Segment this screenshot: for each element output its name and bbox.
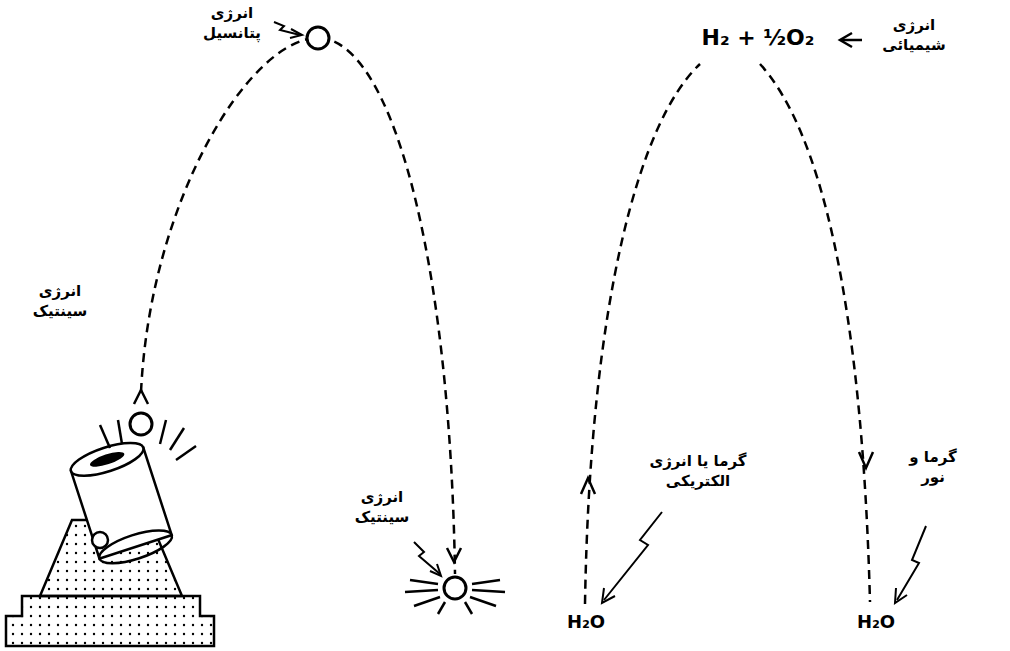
arrow-head xyxy=(602,588,615,603)
arrow-head xyxy=(134,390,148,404)
burst-ray xyxy=(470,597,496,606)
impact-burst xyxy=(405,580,505,614)
arrow-head xyxy=(581,478,595,494)
arrow-head xyxy=(447,548,461,562)
energy-label: انرژی شیمیائی xyxy=(866,16,962,55)
burst-ray xyxy=(170,428,184,450)
arrow-head xyxy=(840,33,852,47)
barrel-bore xyxy=(89,449,126,470)
energy-label: گرما و نور xyxy=(908,448,958,487)
energy-label: گرما یا انرژی الکتریکی xyxy=(622,452,774,491)
burst-ray xyxy=(410,580,438,584)
burst-ray xyxy=(465,602,472,614)
cannon-ball xyxy=(307,27,329,49)
energy-label: انرژی سینتیک xyxy=(340,488,424,527)
chemical-formula: H₂ + ½O₂ xyxy=(680,24,836,53)
leader-line xyxy=(414,542,440,574)
cannon-base xyxy=(6,596,214,646)
chemical-formula: H₂O xyxy=(556,610,616,633)
burst-ray xyxy=(176,446,196,460)
burst-ray xyxy=(472,590,505,592)
arrow-head xyxy=(895,588,907,603)
cannon-ball xyxy=(444,577,466,599)
burst-ray xyxy=(118,420,122,444)
arrow-head xyxy=(430,564,441,576)
burst-ray xyxy=(438,602,445,614)
arrow-head xyxy=(290,29,302,38)
trajectory-dashed xyxy=(141,38,455,574)
energy-label: انرژی پتانسیل xyxy=(192,4,272,43)
arrow-head xyxy=(859,452,873,468)
leader-line xyxy=(897,526,926,600)
leader-line xyxy=(604,512,662,600)
leader-line xyxy=(842,39,862,42)
cannon-pivot xyxy=(92,532,108,548)
cannon-barrel xyxy=(67,436,175,570)
reaction-path-dashed xyxy=(760,64,870,602)
burst-ray xyxy=(100,425,110,448)
cannon-ball xyxy=(130,413,152,435)
barrel-bottom xyxy=(96,524,176,570)
burst-ray xyxy=(414,597,440,606)
burst-ray xyxy=(472,580,500,584)
chemical-formula: H₂O xyxy=(846,610,906,633)
leader-line xyxy=(274,22,300,35)
burst-ray xyxy=(405,590,438,592)
reaction-path-dashed xyxy=(585,64,700,604)
burst-ray xyxy=(160,420,166,444)
energy-label: انرژی سینتیک xyxy=(18,282,102,321)
